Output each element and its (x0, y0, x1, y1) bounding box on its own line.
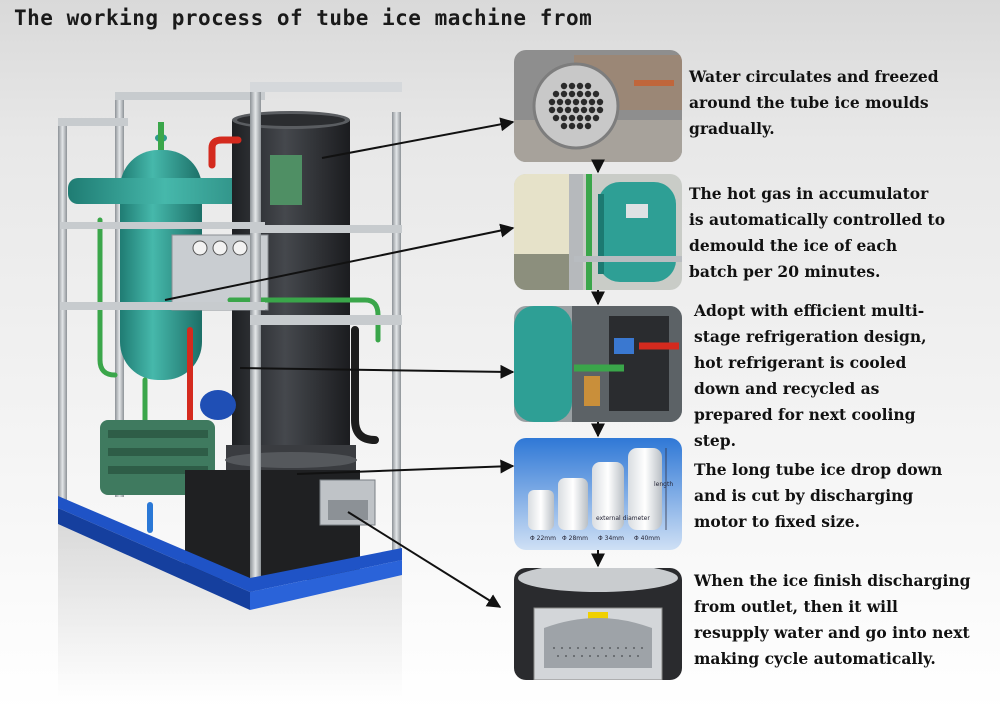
photo-refrigeration (514, 306, 682, 422)
photo-tube-ice: length external diameter Φ 22mm Φ 28mm Φ… (514, 438, 682, 550)
photo-tube-moulds (514, 50, 682, 162)
size-label-2: Φ 28mm (562, 535, 588, 542)
step-3-caption: Adopt with efficient multi-stage refrige… (694, 301, 927, 450)
photo-outlet (514, 568, 682, 680)
size-label-1: Φ 22mm (530, 535, 556, 542)
label-length: length (654, 481, 673, 488)
tube-ice-machine-illustration (58, 82, 402, 700)
step-2-caption: The hot gas in accumulator is automatica… (689, 184, 946, 281)
photo-accumulator (514, 174, 682, 290)
size-label-3: Φ 34mm (598, 535, 624, 542)
floor-reflection (58, 524, 402, 700)
ice-bin-base (185, 470, 376, 580)
page-title: The working process of tube ice machine … (14, 6, 593, 30)
step-5-caption: When the ice finish discharging from out… (694, 571, 971, 668)
label-external-diameter: external diameter (596, 515, 650, 522)
frame-back (58, 92, 265, 508)
step-4-caption: The long tube ice drop down and is cut b… (694, 460, 943, 531)
step-1-caption: Water circulates and freezed around the … (689, 67, 939, 138)
junction-box (270, 155, 302, 205)
size-label-4: Φ 40mm (634, 535, 660, 542)
